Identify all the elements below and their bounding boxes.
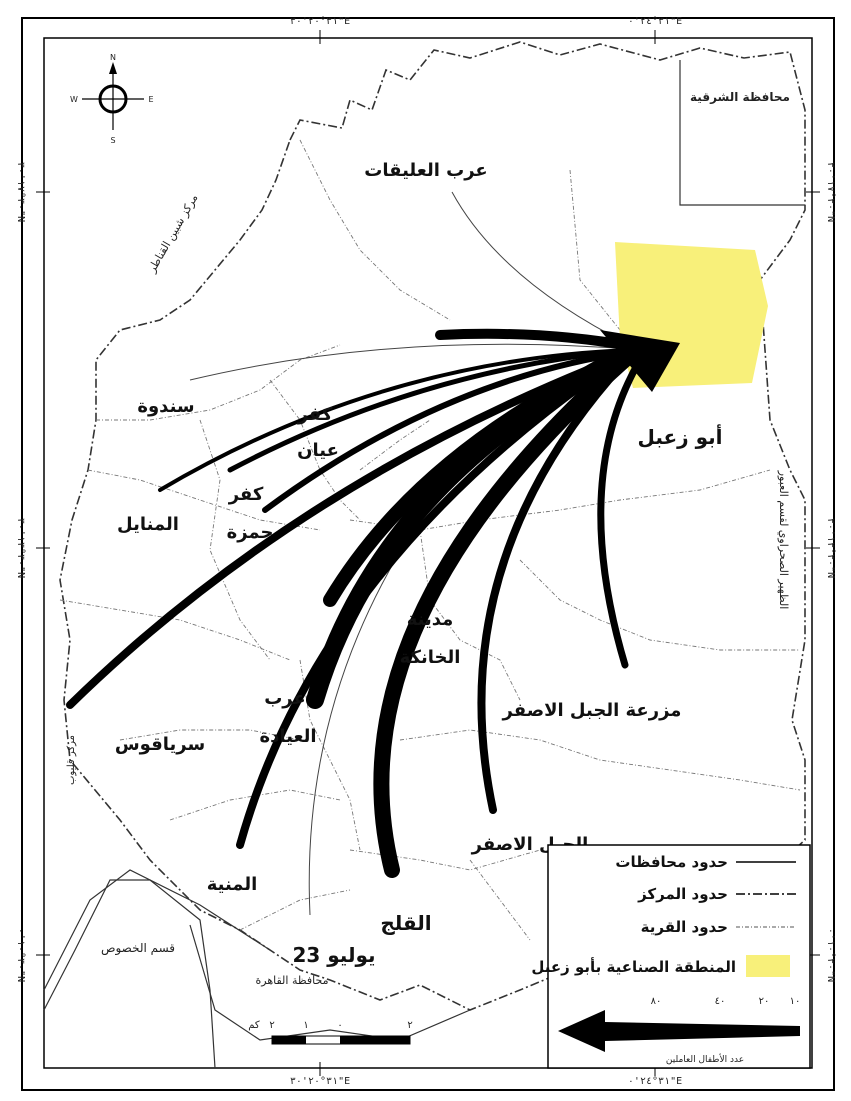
legend-gov-label: حدود محافظات (615, 853, 728, 871)
gov-boundary-east (679, 60, 805, 206)
coord-left-middle: ٣٠°١٣'٣٠"N (15, 518, 26, 578)
legend-flow-tick-80: ٨٠ (651, 996, 662, 1007)
scale-tick-1: ٠ (337, 1020, 342, 1031)
legend-flow-tick-20: ٢٠ (759, 996, 770, 1007)
label-khanka-2: الخانكة (400, 647, 461, 668)
label-kafr-hamza-1: كفر (228, 484, 264, 505)
coord-right-lower: ٣٠°١٠'٠"N (825, 928, 836, 982)
coord-top-right: ٣١°٢٤'٠"E (628, 16, 682, 27)
flow-qalag (373, 347, 638, 878)
legend-industrial-swatch (746, 955, 790, 977)
flow-arrows (66, 328, 644, 878)
compass-s: S (110, 136, 115, 145)
flow-gabal-asfar-farm (597, 356, 644, 669)
legend-flow-tick-10: ١٠ (790, 996, 801, 1007)
khosous-district (43, 879, 216, 1069)
village-boundaries (59, 139, 801, 941)
label-arab-olaiqat: عرب العليقات (364, 160, 487, 181)
label-arab-ayada-2: العيادة (259, 726, 316, 747)
coord-right-upper: ٣٠°١٧'٣٠"N (825, 162, 836, 222)
label-seriaqous: سرياقوس (115, 734, 205, 755)
label-manayel: المنايل (117, 514, 179, 535)
coord-left-upper: ٣٠°١٧'٣٠"N (15, 162, 26, 222)
gov-boundary-south (43, 869, 271, 991)
coord-left-lower: ٣٠°١٠'٠"N (15, 928, 26, 982)
label-sandoua: سندوة (137, 396, 194, 417)
flow-manayel (158, 348, 632, 492)
label-kafr-hamza-2: حمزة (227, 522, 274, 543)
label-cairo-gov: محافظة القاهرة (256, 974, 329, 987)
label-abu-zaabal: أبو زعبل (637, 423, 722, 449)
label-monira: المنية (207, 874, 258, 895)
legend-flow-arrow (558, 1010, 800, 1052)
coord-right-middle: ٣٠°١٣'٣٠"N (825, 518, 836, 578)
legend-village-label: حدود القرية (641, 918, 728, 936)
flow-arab-olaiqat (435, 328, 635, 351)
coord-bottom-left: ٣١°٢٠'٣٠"E (290, 1076, 350, 1087)
label-khosous: قسم الخصوص (101, 941, 175, 956)
scale-tick-3: ٢ (269, 1020, 274, 1031)
legend-flow-caption: عدد الأطفال العاملين (666, 1053, 744, 1065)
compass-w: W (70, 95, 78, 104)
scale-tick-0: ٢ (407, 1020, 412, 1031)
flow-gabal-asfar (477, 352, 634, 814)
legend-flow-tick-40: ٤٠ (715, 996, 726, 1007)
flow-arrow-head (600, 330, 680, 392)
legend-industrial-label: المنطقة الصناعية بأبو زعبل (531, 957, 736, 976)
label-khanka-1: مدينة (407, 609, 454, 630)
coord-top-left: ٣١°٢٠'٣٠"E (290, 16, 350, 27)
label-qalyoub-markaz: مركز قليوب (66, 735, 77, 785)
flow-kafr-hamza (262, 349, 633, 513)
compass-n: N (110, 53, 116, 62)
label-qalag: القلج (380, 911, 431, 935)
label-kafr-ayyan-2: عيان (297, 440, 339, 461)
label-sharqia-gov: محافظة الشرقية (690, 90, 790, 104)
label-yulyu23: 23 يوليو (292, 943, 375, 967)
label-arab-ayada-1: عرب (264, 688, 306, 709)
scale-bar (271, 1035, 411, 1045)
scale-tick-2: ١ (303, 1020, 308, 1031)
label-gabal-asfar-farm: مزرعة الجبل الاصفر (502, 700, 682, 721)
compass-rose-icon (82, 62, 144, 130)
legend-box (547, 844, 811, 1069)
legend-markaz-label: حدود المركز (637, 885, 728, 903)
flow-seriaqous (66, 351, 629, 709)
flow-arab-ayada-2 (323, 348, 632, 607)
label-desert-back: الظهير الصحراوي لقسم العبور (777, 470, 790, 610)
graticule-ticks (36, 30, 820, 1076)
label-kafr-ayyan-1: كفر (297, 404, 333, 425)
flow-kafr-ayyan (227, 347, 633, 473)
compass-e: E (148, 95, 153, 104)
scale-unit: كم (248, 1020, 260, 1031)
coord-bottom-right: ٣١°٢٤'٠"E (628, 1076, 682, 1087)
flow-monira (236, 351, 629, 849)
